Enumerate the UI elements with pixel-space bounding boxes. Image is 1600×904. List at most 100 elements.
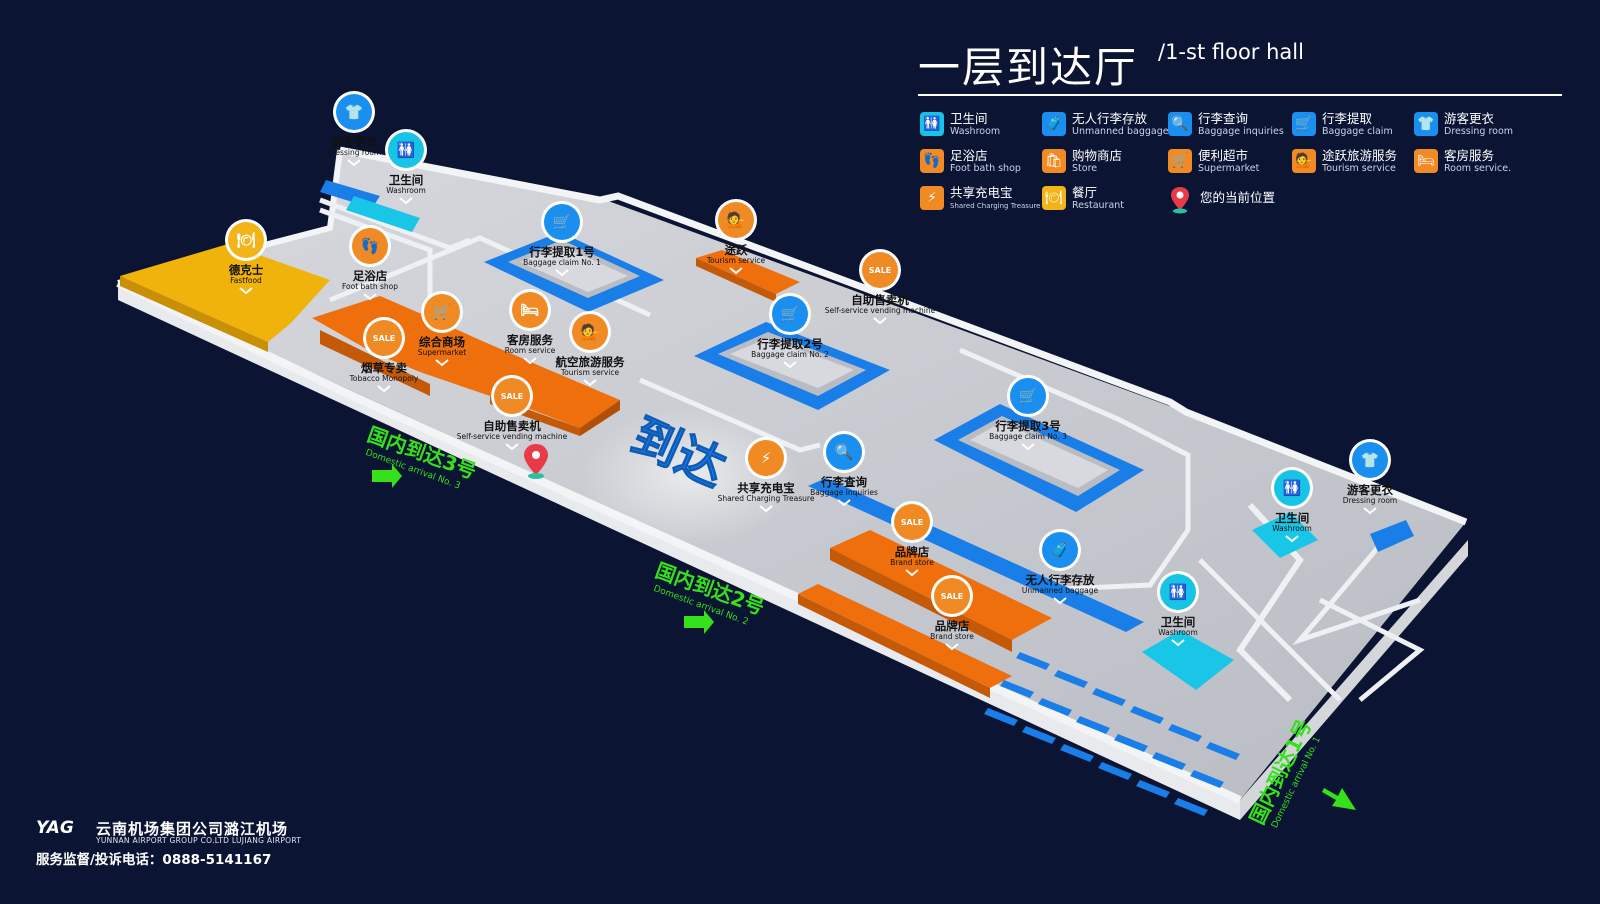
inner-wall [638,377,821,453]
poi-pointer [837,499,851,507]
poi-glyph: SALE [373,334,396,343]
poi-pointer [783,361,797,369]
poi-label-en: Brand store [890,558,934,567]
baggage-inquiry-icon [826,434,862,470]
tobacco-icon [366,320,402,356]
room-service-icon [512,292,548,328]
poi-label-cn: 品牌店 [935,619,970,633]
washroom-area-right-2 [1142,630,1234,690]
poi-glyph: SALE [941,592,964,601]
tourism-service-icon: 💁 [1292,149,1316,173]
poi-label-cn: 品牌店 [895,545,930,559]
seat-row [1092,688,1126,706]
poi-label-en: Dressing room [327,148,382,157]
poi-label-cn: 综合商场 [419,335,465,349]
dressing-room-icon [336,94,372,130]
poi-pointer [1021,443,1035,451]
tourism-counter [696,250,800,294]
poi-pointer [583,379,597,387]
poi-glyph: 🛒 [781,305,800,323]
poi-label-cn: 卫生间 [1161,615,1196,629]
poi-label-cn: 卫生间 [1275,511,1310,525]
legend-label-cn: 购物商店 [1072,148,1123,163]
seat-row [1136,780,1170,798]
poi-label-en: Dressing room [1343,496,1398,505]
baggage-storage-icon [1042,532,1078,568]
seat-row [1174,798,1208,816]
poi-glyph: 🛒 [433,303,452,321]
inner-wall [958,347,1191,593]
inner-wall [319,207,433,300]
fastfood-area-side [120,276,268,352]
legend-label-cn: 行李提取 [1322,111,1373,126]
seat-row [1060,744,1094,762]
poi-pointer [347,159,361,167]
restaurant-icon [228,222,264,258]
airport-logo: YAG [36,818,74,838]
poi-label-cn: 游客更衣 [331,135,377,149]
washroom-icon [388,132,424,168]
baggage-claim-icon [544,204,580,240]
poi-label-cn: 行李提取1号 [528,245,595,259]
shop-block [320,330,430,396]
dressing-room-icon [1352,442,1388,478]
poi-pointer [435,359,449,367]
poi-label-cn: 客房服务 [506,333,553,347]
poi-glyph: 🚻 [1169,583,1188,601]
poi-label-cn: 自助售卖机 [851,293,909,307]
poi-label-cn: 航空旅游服务 [556,355,625,369]
legend-label-cn: 您的当前位置 [1200,190,1276,205]
brand-store-icon [894,504,930,540]
legend-label-en: Foot bath shop [950,163,1021,174]
poi-pointer [505,443,519,451]
poi-label-cn: 途跃 [725,243,748,257]
baggage-inquiry-icon: 🔍 [1168,112,1192,136]
poi-glyph: 🚻 [397,141,416,159]
legend-label-en: Room service. [1444,163,1512,174]
poi-pointer [363,293,377,301]
washroom-area [346,196,420,232]
legend-label-en: Baggage inquiries [1198,126,1284,137]
legend-label-en: Washroom [950,126,1001,137]
poi-label-cn: 行李查询 [820,475,867,489]
seat-row [1190,770,1224,788]
legend-label-cn: 共享充电宝 [950,185,1013,200]
page-subtitle: /1-st floor hall [1158,40,1304,64]
legend-label-en: Unmanned baggage [1072,126,1169,137]
poi-pointer [1053,597,1067,605]
complaint-phone: 服务监督/投诉电话：0888-5141167 [36,852,272,868]
poi-pointer [555,269,569,277]
legend-label-en: Supermarket [1198,163,1260,174]
washroom-area-right-1 [1252,512,1318,558]
poi-label-en: Tourism service [706,256,766,265]
tourism-service-icon [718,202,754,238]
poi-glyph: 🚻 [1283,479,1302,497]
fastfood-area [120,244,330,342]
